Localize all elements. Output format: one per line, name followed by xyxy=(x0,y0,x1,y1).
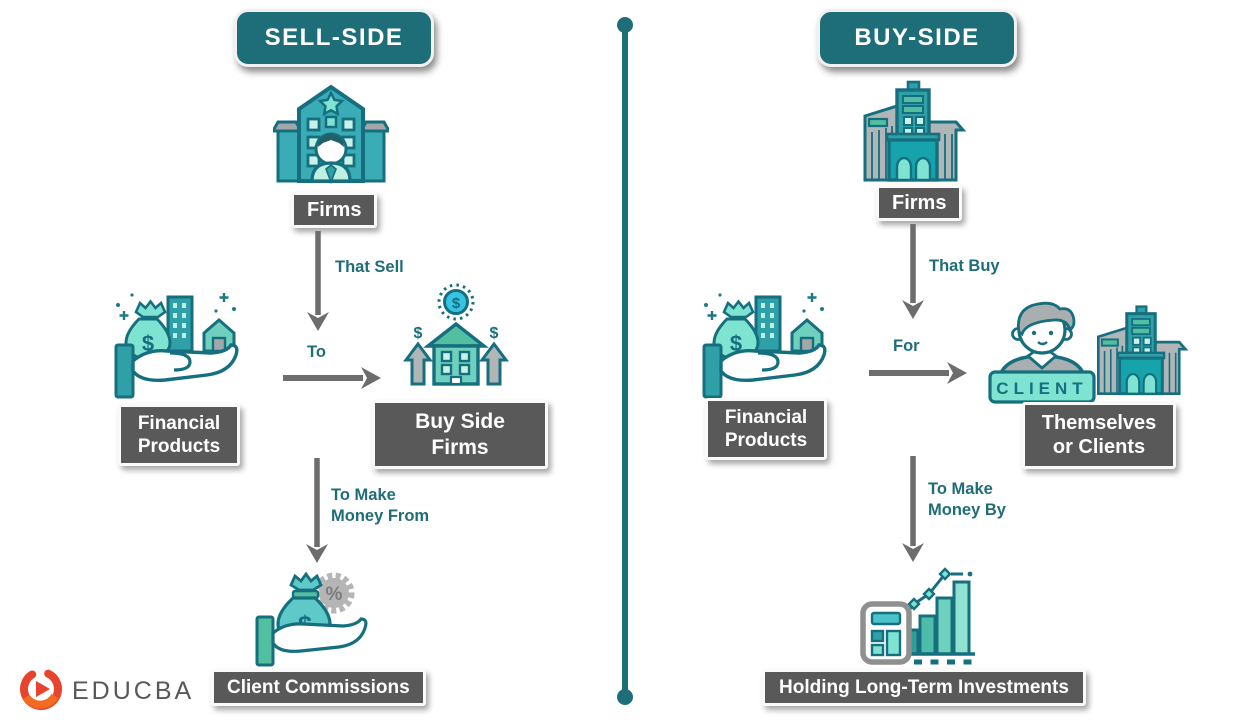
sell-side-header-label: SELL-SIDE xyxy=(264,24,404,51)
client-person-icon: CLIENT xyxy=(988,301,1096,404)
buy-side-firms-icon: $ $ $ xyxy=(403,283,509,386)
themselves-or-clients-label: Themselves or Clients xyxy=(1041,412,1157,459)
divider-line xyxy=(622,25,628,697)
buy-financial-products-badge: Financial Products xyxy=(705,398,827,461)
client-commissions-badge: Client Commissions xyxy=(211,669,426,707)
edge-that-sell: That Sell xyxy=(335,258,404,276)
sell-financial-products-badge: Financial Products xyxy=(118,404,240,467)
dollar-glyph: $ xyxy=(142,331,154,356)
dollar-glyph: $ xyxy=(414,325,423,342)
client-plate-label: CLIENT xyxy=(996,379,1087,398)
percent-glyph: % xyxy=(326,584,343,605)
sell-firm-building-icon xyxy=(273,84,389,185)
edge-to: To xyxy=(307,343,326,361)
buy-firms-label: Firms xyxy=(892,192,947,214)
arrow-right-to xyxy=(283,367,381,389)
educba-logo-icon xyxy=(20,668,62,710)
buy-side-header: BUY-SIDE xyxy=(817,9,1017,67)
edge-for: For xyxy=(893,337,920,355)
dollar-glyph: $ xyxy=(452,295,461,312)
arrow-down-to-make-money-from xyxy=(306,458,328,563)
dollar-glyph: $ xyxy=(730,331,742,356)
clients-bank-icon xyxy=(1097,305,1189,396)
holding-long-term-investments-label: Holding Long-Term Investments xyxy=(779,677,1069,698)
buy-firms-badge: Firms xyxy=(876,185,963,222)
buy-side-header-label: BUY-SIDE xyxy=(854,24,980,51)
edge-to-make-money-by: To Make Money By xyxy=(928,480,1006,520)
buy-financial-products-label: Financial Products xyxy=(724,407,808,452)
financial-products-icon-buy: $ xyxy=(702,293,827,399)
buy-side-firms-badge: Buy Side Firms xyxy=(372,400,548,470)
client-commissions-label: Client Commissions xyxy=(227,677,410,698)
investments-growth-icon xyxy=(860,567,975,665)
buy-side-firms-label: Buy Side Firms xyxy=(415,410,505,459)
sell-firms-badge: Firms xyxy=(291,192,378,229)
divider-bottom-dot xyxy=(617,689,633,705)
dollar-glyph: $ xyxy=(490,325,499,342)
arrow-down-to-make-money-by xyxy=(902,456,924,562)
arrow-right-for xyxy=(869,362,967,384)
sell-financial-products-label: Financial Products xyxy=(137,413,221,458)
buy-firm-bank-icon xyxy=(863,80,967,182)
sell-firms-label: Firms xyxy=(307,199,362,221)
client-commissions-icon: % $ xyxy=(255,571,368,667)
sell-side-header: SELL-SIDE xyxy=(234,9,434,67)
edge-that-buy: That Buy xyxy=(929,257,1000,275)
educba-brand-text: EDUCBA xyxy=(72,677,195,705)
holding-long-term-investments-badge: Holding Long-Term Investments xyxy=(762,669,1086,707)
themselves-or-clients-badge: Themselves or Clients xyxy=(1022,402,1176,469)
arrow-down-that-buy xyxy=(902,224,924,319)
arrow-down-that-sell xyxy=(307,231,329,331)
edge-to-make-money-from: To Make Money From xyxy=(331,486,430,526)
financial-products-icon-sell: $ xyxy=(114,293,239,399)
